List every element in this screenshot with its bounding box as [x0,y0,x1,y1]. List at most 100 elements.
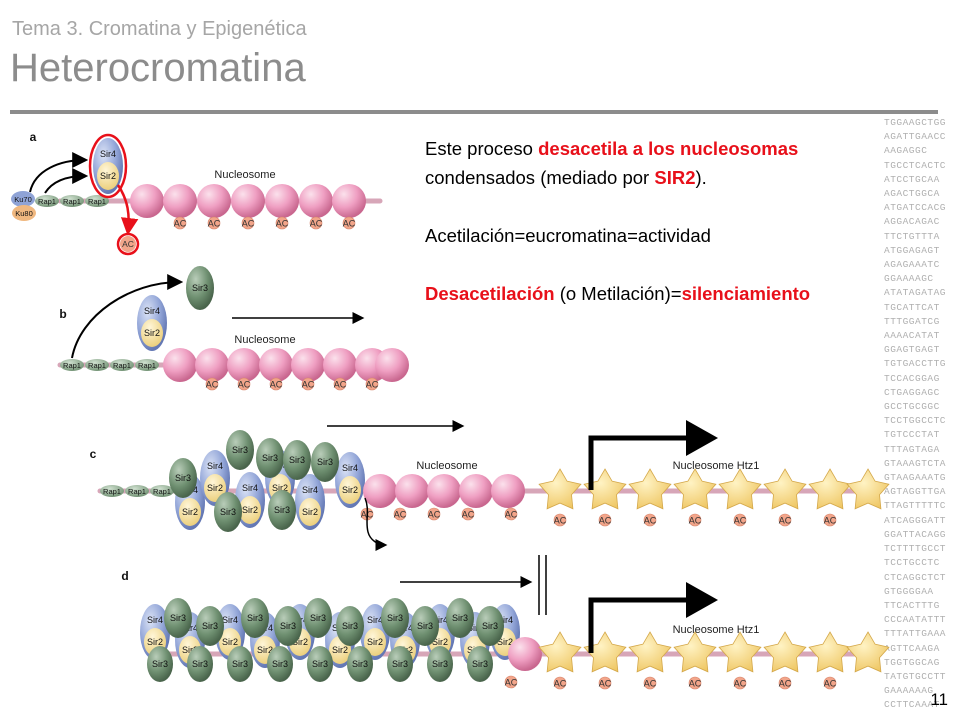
rap1-protein [110,359,134,371]
explanation-text: Este proceso desacetila a los nucleosoma… [425,134,810,308]
acetyl-mark [643,676,657,690]
sir3-label: Sir3 [342,621,358,631]
text-spacer [425,192,810,221]
rap1-protein [35,195,59,207]
nucleosome [508,637,542,671]
sir2-protein [204,474,226,502]
acetyl-label: AC [206,380,219,390]
nucleosome [163,184,197,218]
sir3-label: Sir3 [152,659,168,669]
sir4-label: Sir4 [497,615,513,625]
sir3-label: Sir3 [220,507,236,517]
acetyl-mark [598,513,612,527]
sir2-label: Sir2 [222,637,238,647]
htz1-nucleosome [628,631,672,673]
htz1-nucleosome [673,468,717,510]
text-highlight-deacetylates: desacetila a los nucleosomas [538,138,799,159]
nucleosome [395,474,429,508]
nucleosome [323,348,357,382]
sir3-label: Sir3 [192,659,208,669]
sir3-protein [164,598,192,638]
recruitment-arrow-a1 [29,152,89,193]
text-line-1: Este proceso desacetila a los nucleosoma… [425,134,810,163]
acetyl-label: AC [554,679,567,689]
acetyl-mark [342,216,356,230]
sir4-label: Sir4 [100,149,116,159]
acetyl-mark [207,216,221,230]
sir3-label: Sir3 [472,659,488,669]
sir3-protein [169,458,197,498]
nucleosome [427,474,461,508]
acetyl-mark [688,513,702,527]
dna-sequence-strip: TGGAAGCTGG AGATTGAACC AAGAGGC TGCCTCACTC… [884,117,947,716]
nucleosome [227,348,261,382]
sir3-protein [267,646,293,682]
sir3-label: Sir3 [310,613,326,623]
sir3-protein [307,646,333,682]
acetyl-label: AC [238,380,251,390]
ku80-label: Ku80 [15,209,33,218]
sir2-label: Sir2 [242,505,258,515]
ku70-protein [11,191,35,207]
text-normal: condensados (mediado por [425,167,655,188]
acetyl-mark [461,507,475,521]
acetyl-mark [275,216,289,230]
acetyl-mark [778,513,792,527]
slide-title: Heterocromatina [10,46,306,90]
acetyl-label: AC [310,219,323,229]
sir3-label: Sir3 [432,659,448,669]
acetyl-mark [237,377,251,391]
htz1-nucleosome [538,468,582,510]
sir2-label: Sir2 [144,328,160,338]
acetyl-label: AC [644,679,657,689]
sir3-protein [227,646,253,682]
acetyl-mark [643,513,657,527]
acetyl-label: AC [505,678,518,688]
sir3-protein [311,442,339,482]
sir3-protein [427,646,453,682]
nucleosome [163,348,197,382]
sir3-label: Sir3 [452,613,468,623]
recruitment-arrow-a2 [44,168,89,194]
nucleosome [491,474,525,508]
acetyl-label: AC [734,516,747,526]
sir3-label: Sir3 [232,659,248,669]
sir3-protein [411,606,439,646]
released-acetyl [120,236,136,252]
acetyl-label: AC [242,219,255,229]
acetyl-mark [778,676,792,690]
sir2-label: Sir2 [302,507,318,517]
rap1-label: Rap1 [38,197,56,206]
htz1-nucleosome [808,631,852,673]
sir3-protein [336,606,364,646]
acetyl-mark [504,675,518,689]
sir3-label: Sir3 [262,453,278,463]
rap1-protein [60,195,84,207]
acetyl-label: AC [554,516,567,526]
sir2-label: Sir2 [367,637,383,647]
sir3-label: Sir3 [352,659,368,669]
sir3-label: Sir3 [202,621,218,631]
sir4-label: Sir4 [302,485,318,495]
acetyl-mark [301,377,315,391]
acetyl-mark [173,216,187,230]
acetyl-mark [393,507,407,521]
sir2-protein [179,498,201,526]
panel-label-d: d [121,569,128,583]
sir3-protein [256,438,284,478]
htz1-nucleosome [718,631,762,673]
released-acetyl-ring [116,232,140,256]
sir3-label: Sir3 [170,613,186,623]
acetyl-label: AC [734,679,747,689]
acetyl-label: AC [428,510,441,520]
acetyl-mark [823,676,837,690]
text-normal: ). [695,167,707,188]
rap1-protein [85,359,109,371]
nucleosome [265,184,299,218]
htz1-nucleosome [763,468,807,510]
sir3-label: Sir3 [289,455,305,465]
sir3-protein [226,430,254,470]
acetyl-label: AC [276,219,289,229]
sir3-label: Sir3 [175,473,191,483]
rap1-label: Rap1 [128,487,146,496]
